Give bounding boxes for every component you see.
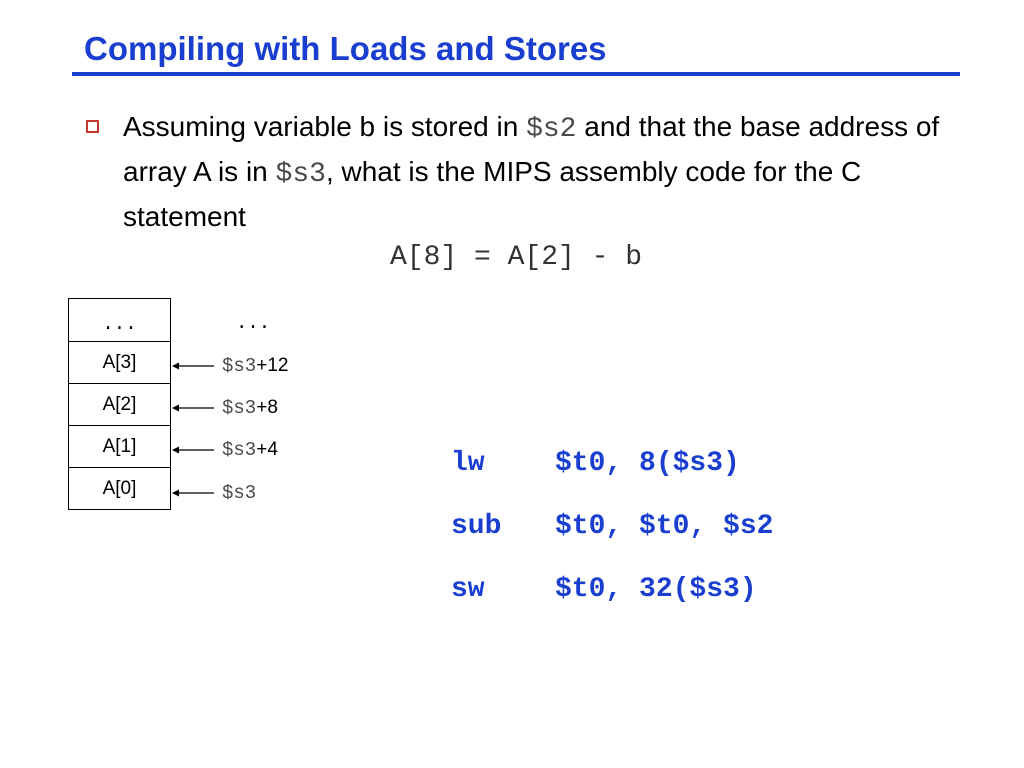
address-row-a2: $s3+8: [172, 397, 278, 419]
mips-code-block: lw $t0, 8($s3) sub $t0, $t0, $s2 sw $t0, 32…: [451, 448, 773, 637]
opcode: sw: [451, 574, 485, 605]
address-row-a0: $s3: [172, 482, 257, 504]
operands: $t0, $t0, $s2: [555, 511, 774, 542]
address-label: $s3+8: [222, 397, 278, 419]
address-row-a1: $s3+4: [172, 439, 278, 461]
operands: $t0, 8($s3): [555, 448, 740, 479]
bullet-text-1: Assuming variable b is stored in: [123, 111, 527, 142]
register-s2: $s2: [526, 114, 577, 145]
slide-title: Compiling with Loads and Stores: [84, 30, 607, 67]
address-ellipsis: ...: [236, 312, 271, 334]
memory-cell-ellipsis: ...: [68, 298, 171, 342]
left-arrow-icon: [172, 401, 214, 415]
c-statement: A[8] = A[2] - b: [389, 242, 643, 273]
code-line-sw: sw $t0, 32($s3): [451, 574, 773, 637]
memory-diagram: ... A[3] A[2] A[1] A[0]: [68, 298, 171, 510]
memory-cell-a1: A[1]: [68, 426, 171, 468]
left-arrow-icon: [172, 443, 214, 457]
register-s3: $s3: [275, 159, 326, 190]
code-line-lw: lw $t0, 8($s3): [451, 448, 773, 511]
opcode: sub: [451, 511, 502, 542]
bullet-paragraph: Assuming variable b is stored in $s2 and…: [123, 106, 983, 238]
address-row-a3: $s3+12: [172, 355, 289, 377]
memory-cell-a3: A[3]: [68, 342, 171, 384]
opcode: lw: [451, 448, 485, 479]
title-underline: [72, 72, 960, 76]
memory-cell-a0: A[0]: [68, 468, 171, 510]
address-label: $s3: [222, 482, 257, 504]
bullet-text-3: , what is the MIPS assembly code for the…: [123, 156, 862, 232]
left-arrow-icon: [172, 486, 214, 500]
address-label: $s3+12: [222, 355, 289, 377]
bullet-text-2: and that the base address of array A is …: [123, 111, 940, 187]
memory-cell-a2: A[2]: [68, 384, 171, 426]
address-label: $s3+4: [222, 439, 278, 461]
code-line-sub: sub $t0, $t0, $s2: [451, 511, 773, 574]
hollow-square-icon: [86, 120, 99, 133]
left-arrow-icon: [172, 359, 214, 373]
operands: $t0, 32($s3): [555, 574, 757, 605]
